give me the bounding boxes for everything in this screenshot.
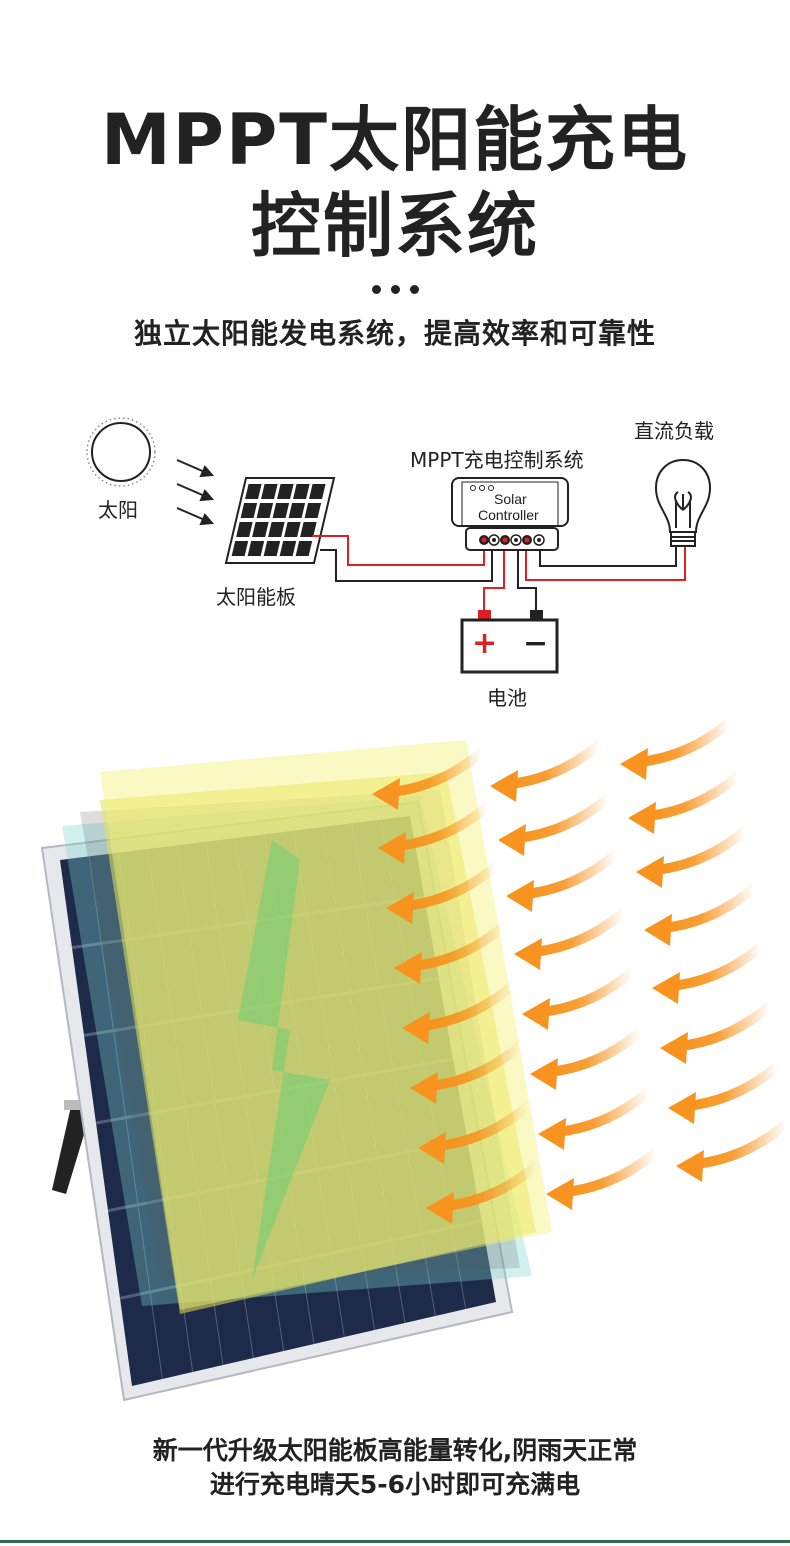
footer-line <box>0 1540 790 1543</box>
yellow-overlay-back <box>100 772 536 1314</box>
panel-illustration-graphics <box>40 717 790 1402</box>
controller-icon <box>451 477 569 551</box>
caption-line1: 新一代升级太阳能板高能量转化,阴雨天正常 <box>152 1436 638 1465</box>
panel-stand <box>52 1100 92 1194</box>
solar-panel-illustration <box>0 717 790 1420</box>
load-label: 直流负载 <box>634 419 714 443</box>
controller-text-line2: Controller <box>478 507 539 523</box>
yellow-overlay-front <box>100 740 552 1310</box>
lightbulb-icon <box>654 458 712 547</box>
sun-icon <box>86 417 156 487</box>
page-title-line1: MPPT太阳能充电 <box>100 99 689 181</box>
panel-label: 太阳能板 <box>216 585 296 609</box>
diagram-graphics <box>86 417 712 674</box>
battery-plus-sign: + <box>472 626 498 661</box>
page-title-line2: 控制系统 <box>251 185 539 267</box>
battery-minus-sign: − <box>523 626 549 661</box>
controller-label: MPPT充电控制系统 <box>410 448 584 472</box>
sun-label: 太阳 <box>98 498 138 522</box>
caption-line2: 进行充电晴天5-6小时即可充满电 <box>209 1470 581 1499</box>
lightning-bolt-icon <box>238 840 330 1280</box>
battery-label: 电池 <box>487 686 527 710</box>
title-divider-dots <box>0 279 790 298</box>
sun-ray-arrows <box>176 459 215 526</box>
page-subtitle: 独立太阳能发电系统，提高效率和可靠性 <box>133 317 656 350</box>
solar-panel-icon <box>224 477 336 564</box>
incoming-light-arrows <box>372 717 790 1224</box>
system-diagram: 太阳 太阳能板 MPPT充电控制系统 Solar Controller 直流负载… <box>0 400 790 720</box>
battery-icon <box>460 610 559 674</box>
wires <box>312 535 686 612</box>
controller-text-line1: Solar <box>494 491 527 507</box>
